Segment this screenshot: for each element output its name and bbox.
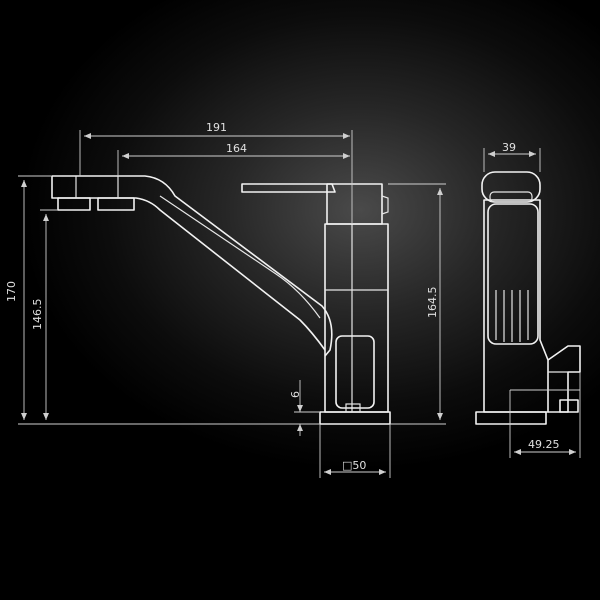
base-plate xyxy=(319,411,391,425)
body-window xyxy=(335,335,375,409)
dim-170-label: 170 xyxy=(5,281,18,302)
spout-top-edge xyxy=(52,175,333,357)
side-handle-slot xyxy=(487,203,539,345)
lever-knob xyxy=(381,195,389,215)
body-notch xyxy=(345,403,361,413)
dim-191-label: 191 xyxy=(206,121,227,134)
front-view: 191 164 170 146.5 164.5 6 □50 xyxy=(5,121,446,478)
dim-164-5-label: 164.5 xyxy=(426,287,439,319)
lever-handle xyxy=(241,183,336,193)
dim-50-label: □50 xyxy=(342,459,366,472)
faucet-body xyxy=(324,223,389,413)
spout-highlight xyxy=(159,195,321,319)
dim-164-label: 164 xyxy=(226,142,247,155)
side-cap xyxy=(481,171,541,203)
side-cap-band xyxy=(489,191,533,203)
spout-bottom-edge xyxy=(51,176,326,351)
dim-146-5-label: 146.5 xyxy=(31,299,44,331)
aerator-left xyxy=(57,197,91,211)
side-base-plate xyxy=(475,411,547,425)
dim-6-label: 6 xyxy=(289,391,302,398)
side-view: 39 49.25 xyxy=(475,141,581,458)
aerator-right xyxy=(97,197,135,211)
cartridge-cap xyxy=(326,183,383,225)
side-lever xyxy=(547,345,581,413)
dim-39-label: 39 xyxy=(502,141,516,154)
dim-49-25-label: 49.25 xyxy=(528,438,560,451)
side-lever-foot xyxy=(559,399,579,413)
